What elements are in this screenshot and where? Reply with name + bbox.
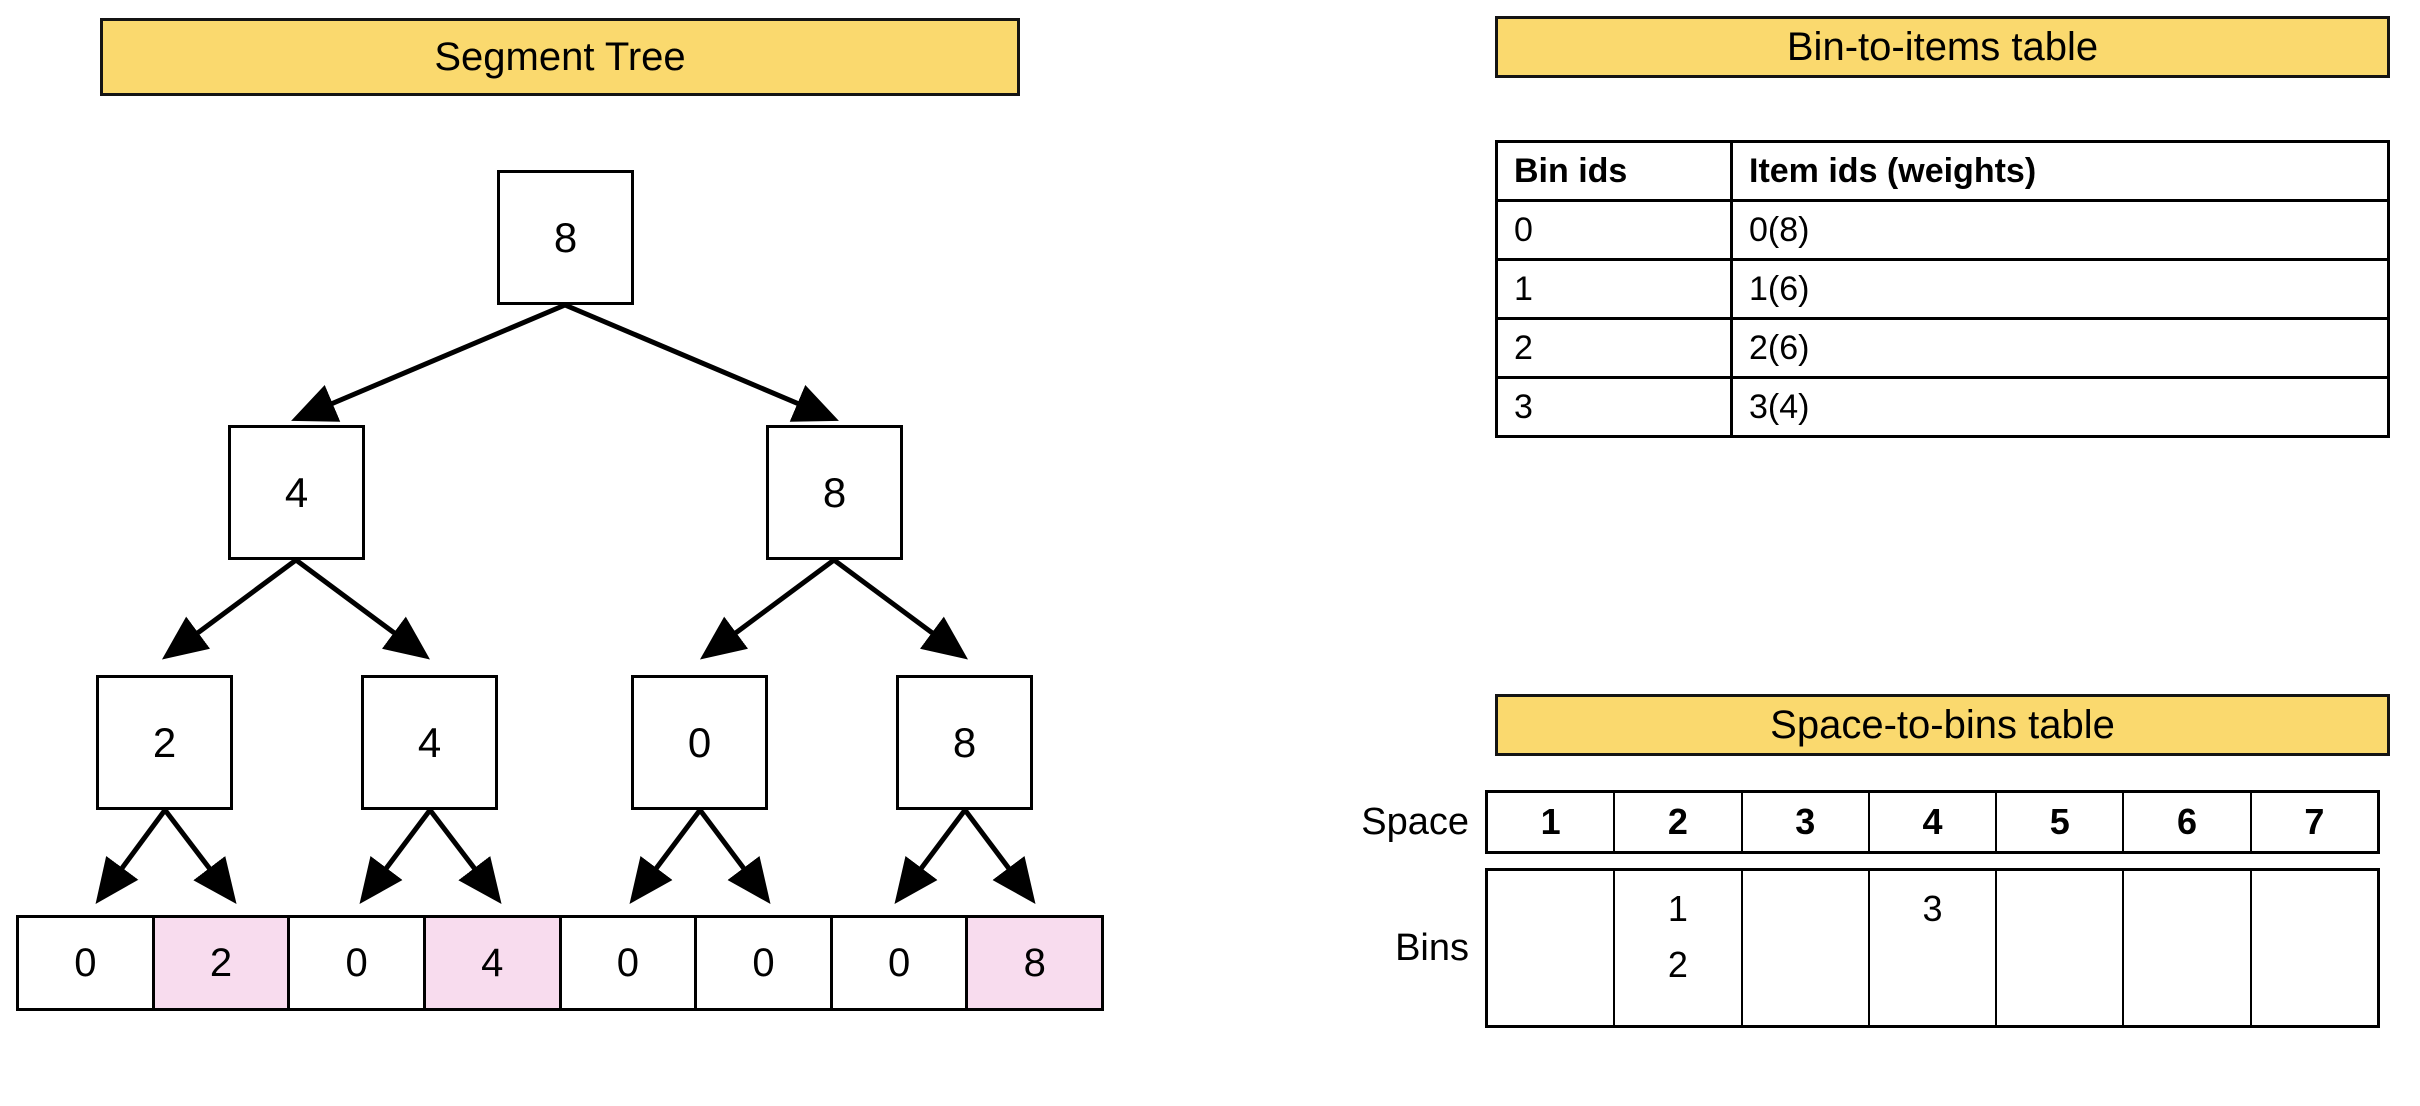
space-cell-6[interactable]: 7: [2304, 801, 2325, 842]
cell-item-ids: 0(8): [1730, 199, 2390, 261]
tree-node-l2-0[interactable]: 2: [96, 675, 233, 810]
bin-entry: 1: [1667, 888, 1688, 929]
space-cell-4[interactable]: 5: [1997, 793, 2125, 851]
tree-node-l2-3[interactable]: 8: [896, 675, 1033, 810]
leaf-cell-1[interactable]: 2: [154, 918, 291, 1008]
leaf-cell-0[interactable]: 0: [19, 918, 155, 1008]
cell-bin-id: 2: [1495, 317, 1733, 379]
leaf-cell-6[interactable]: 0: [832, 918, 969, 1008]
space-cell-0[interactable]: 1: [1488, 793, 1616, 851]
tree-node-value: 8: [952, 718, 977, 766]
bins-cell-0[interactable]: [1488, 871, 1616, 1025]
bin-to-items-title-banner: Bin-to-items table: [1495, 16, 2390, 78]
bins-cell-3[interactable]: 3: [1870, 871, 1998, 1025]
tree-node-value: 0: [687, 718, 712, 766]
cell-item-ids: 3(4): [1730, 376, 2390, 438]
column-header-bin-ids: Bin ids: [1495, 140, 1733, 202]
tree-node-value: 2: [152, 718, 177, 766]
segment-tree-panel: Segment Tree: [0, 0, 1160, 1106]
cell-item-ids: 2(6): [1730, 317, 2390, 379]
leaf-cell-value: 4: [481, 940, 504, 985]
tree-node-value: 4: [284, 468, 309, 516]
leaf-cell-4[interactable]: 0: [561, 918, 698, 1008]
leaf-cell-value: 0: [616, 940, 639, 985]
tree-node-value: 4: [417, 718, 442, 766]
cell-item-ids: 1(6): [1730, 258, 2390, 320]
segment-tree-title: Segment Tree: [434, 34, 686, 79]
segment-tree-leaf-array: 0 2 0 4 0 0 0 8: [16, 915, 1104, 1011]
space-cell-5[interactable]: 6: [2124, 793, 2252, 851]
tree-node-value: 8: [553, 213, 578, 261]
space-to-bins-title: Space-to-bins table: [1770, 702, 2115, 747]
tree-node-l2-2[interactable]: 0: [631, 675, 768, 810]
cell-bin-id: 3: [1495, 376, 1733, 438]
segment-tree-title-banner: Segment Tree: [100, 18, 1020, 96]
leaf-cell-2[interactable]: 0: [290, 918, 426, 1008]
space-to-bins-title-banner: Space-to-bins table: [1495, 694, 2390, 756]
table-header-row: Bin ids Item ids (weights): [1495, 140, 2390, 202]
cell-bin-id: 0: [1495, 199, 1733, 261]
bins-cell-5[interactable]: [2124, 871, 2252, 1025]
bins-cell-2[interactable]: [1743, 871, 1870, 1025]
column-header-item-ids: Item ids (weights): [1730, 140, 2390, 202]
space-cell-3[interactable]: 4: [1870, 793, 1998, 851]
leaf-cell-value: 0: [752, 940, 775, 985]
bins-cell-4[interactable]: [1997, 871, 2125, 1025]
tree-node-l2-1[interactable]: 4: [361, 675, 498, 810]
space-row-label: Space: [1361, 800, 1469, 843]
bin-entry: 3: [1922, 888, 1943, 929]
leaf-cell-3[interactable]: 4: [425, 918, 562, 1008]
bin-to-items-title: Bin-to-items table: [1786, 24, 2099, 69]
tree-edges: [95, 302, 1036, 905]
leaf-cell-value: 8: [1023, 940, 1046, 985]
bins-cell-6[interactable]: [2252, 871, 2377, 1025]
leaf-cell-value: 2: [209, 940, 233, 985]
leaf-cell-value: 0: [74, 940, 97, 985]
leaf-cell-7[interactable]: 8: [968, 918, 1101, 1008]
tree-node-root[interactable]: 8: [497, 170, 634, 305]
cell-bin-id: 1: [1495, 258, 1733, 320]
leaf-cell-value: 0: [345, 940, 368, 985]
tree-node-l1-0[interactable]: 4: [228, 425, 365, 560]
tree-node-l1-1[interactable]: 8: [766, 425, 903, 560]
bin-entry: 2: [1667, 943, 1688, 985]
leaf-cell-5[interactable]: 0: [697, 918, 833, 1008]
space-cell-2[interactable]: 3: [1743, 793, 1870, 851]
bins-row-label: Bins: [1395, 926, 1469, 969]
leaf-cell-value: 0: [887, 940, 911, 985]
tree-node-value: 8: [822, 468, 847, 516]
space-cell-1[interactable]: 2: [1615, 793, 1743, 851]
